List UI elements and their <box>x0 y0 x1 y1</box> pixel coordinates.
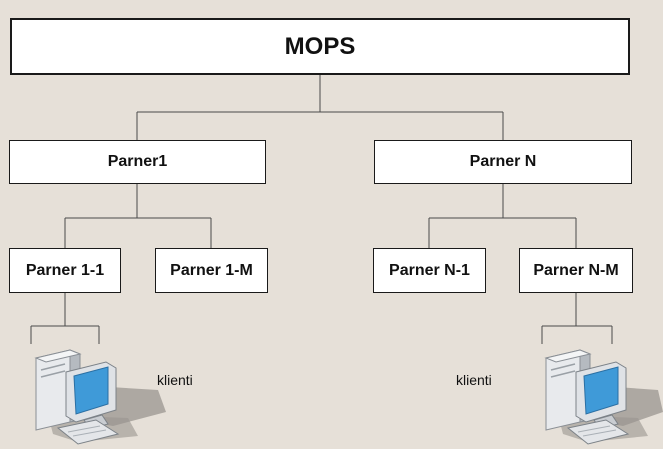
caption-clients-right: klienti <box>456 372 492 388</box>
desktop-computer-icon <box>544 349 663 445</box>
desktop-computer-icon <box>34 349 166 445</box>
caption-clients-left: klienti <box>157 372 193 388</box>
node-partner-1: Parner1 <box>9 140 266 184</box>
node-partner-1-m: Parner 1-M <box>155 248 268 293</box>
node-mops: MOPS <box>10 18 630 75</box>
node-partner-n: Parner N <box>374 140 632 184</box>
node-partner-1-1: Parner 1-1 <box>9 248 121 293</box>
node-partner-n-m: Parner N-M <box>519 248 633 293</box>
node-partner-n-1: Parner N-1 <box>373 248 486 293</box>
